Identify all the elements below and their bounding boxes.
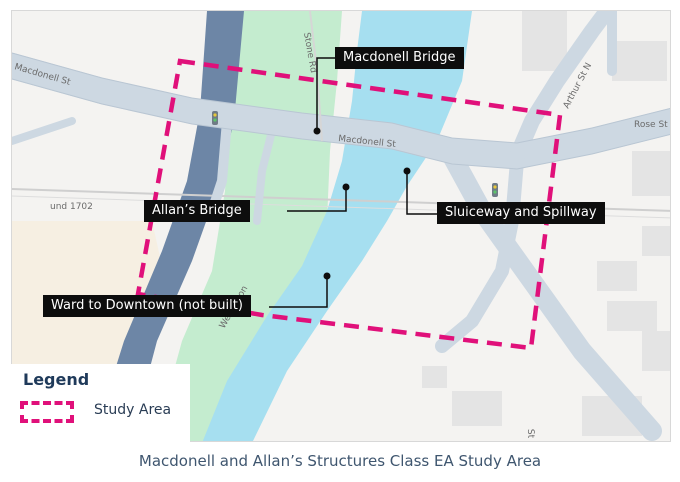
legend-study-area-label: Study Area <box>94 402 172 418</box>
roads <box>12 11 670 441</box>
callout-leaders <box>269 57 438 308</box>
street-label: Rose St <box>634 120 668 130</box>
legend-title: Legend <box>23 370 90 389</box>
street-label: St S <box>525 429 536 442</box>
buildings <box>422 11 670 436</box>
traffic-signal-icon <box>492 183 498 197</box>
callout-sluiceway-spillway: Sluiceway and Spillway <box>437 202 605 224</box>
callout-macdonell-bridge: Macdonell Bridge <box>335 47 464 69</box>
study-area-swatch <box>20 401 74 423</box>
street-label: und 1702 <box>50 202 93 212</box>
callout-ward-to-downtown: Ward to Downtown (not built) <box>43 295 251 317</box>
map-caption: Macdonell and Allan’s Structures Class E… <box>138 452 542 470</box>
callout-points <box>313 127 411 280</box>
callout-allans-bridge: Allan’s Bridge <box>144 200 250 222</box>
river <box>202 11 472 441</box>
study-area-boundary <box>135 58 563 351</box>
traffic-signal-icon <box>212 111 218 125</box>
legend: Legend Study Area <box>11 364 190 442</box>
